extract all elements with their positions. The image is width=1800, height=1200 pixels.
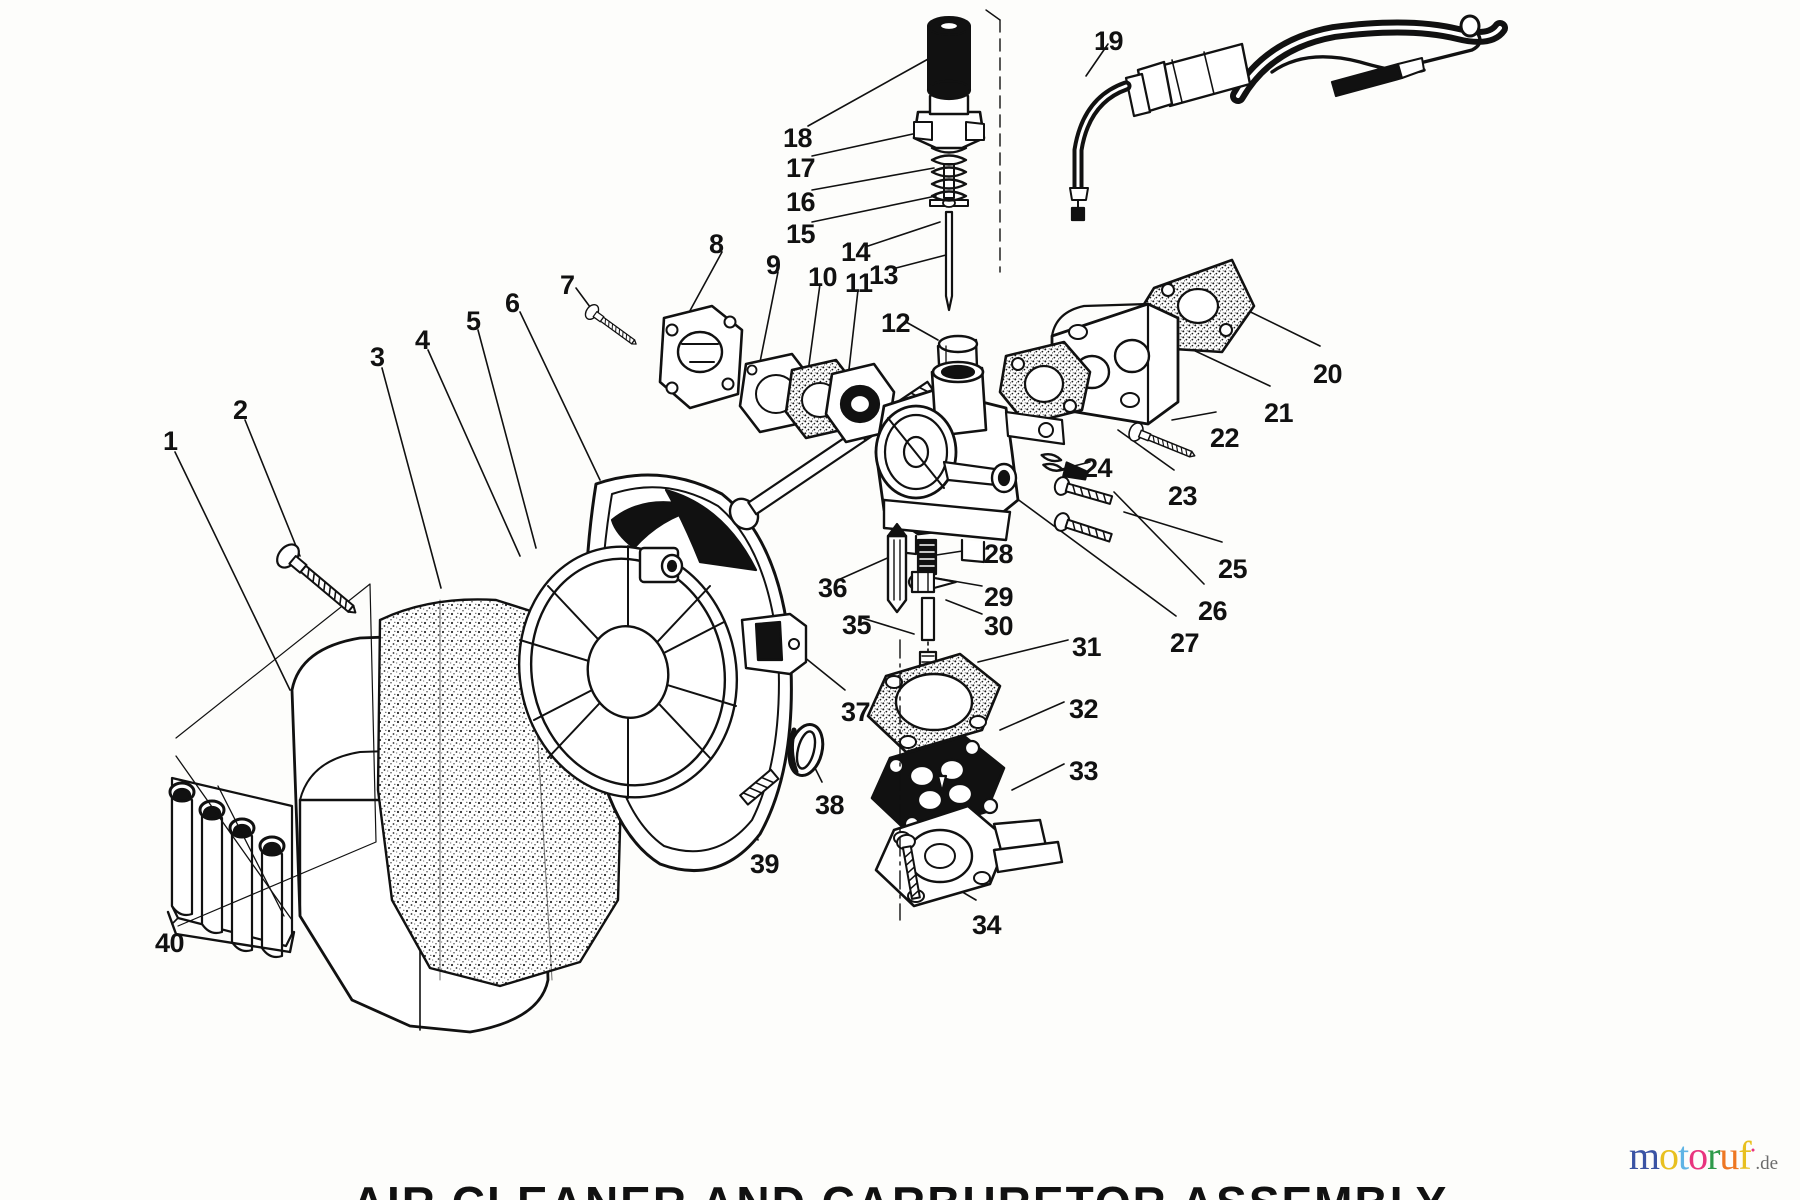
part-7-screw (582, 301, 642, 352)
callout-5: 5 (466, 306, 481, 336)
callout-26: 26 (1198, 596, 1228, 626)
watermark-letter-o2: o (1688, 1133, 1708, 1178)
callout-6: 6 (505, 288, 520, 318)
callout-2: 2 (233, 395, 248, 425)
part-8-pump-body (658, 304, 744, 410)
watermark-letter-m: m (1628, 1133, 1660, 1178)
callout-40: 40 (155, 928, 185, 958)
callout-12: 12 (881, 308, 911, 338)
callout-18: 18 (783, 123, 813, 153)
callout-7: 7 (560, 270, 575, 300)
part-30 (920, 596, 936, 653)
callout-30: 30 (984, 611, 1014, 641)
callout-10: 10 (808, 262, 838, 292)
callout-3: 3 (370, 342, 385, 372)
callout-24: 24 (1083, 453, 1113, 483)
callout-14: 14 (841, 237, 871, 267)
part-40-tubes (166, 755, 296, 959)
callout-33: 33 (1069, 756, 1099, 786)
part-5-housing (517, 473, 825, 872)
callout-34: 34 (972, 910, 1002, 940)
callout-16: 16 (786, 187, 816, 217)
part-31-gasket (866, 652, 1002, 754)
watermark-dot: • (1750, 1142, 1756, 1158)
callout-8: 8 (709, 229, 724, 259)
callout-36: 36 (818, 573, 848, 603)
part-34-screw (896, 833, 921, 900)
callout-29: 29 (984, 582, 1014, 612)
part-23-gasket (998, 340, 1092, 426)
watermark-letter-u: u (1719, 1133, 1739, 1178)
callout-35: 35 (842, 610, 872, 640)
watermark-letter-f: f (1738, 1133, 1751, 1178)
part-22-bolt (1125, 420, 1200, 466)
part-36 (886, 522, 908, 614)
diagram-title-strip: AIR CLEANER AND CARBURETOR ASSEMBLY (0, 1178, 1800, 1200)
callout-13: 13 (869, 260, 899, 290)
callout-11: 11 (845, 268, 873, 298)
part-29 (907, 570, 957, 594)
part-28 (916, 538, 938, 576)
callout-25: 25 (1218, 554, 1248, 584)
callout-37: 37 (841, 697, 871, 727)
callout-19: 19 (1094, 26, 1124, 56)
diagram-title: AIR CLEANER AND CARBURETOR ASSEMBLY (352, 1178, 1449, 1200)
motoruf-watermark: motoruf•.de (1629, 1136, 1778, 1176)
callout-9: 9 (766, 250, 781, 280)
callout-38: 38 (815, 790, 845, 820)
watermark-letter-r: r (1707, 1133, 1720, 1178)
parts-24-27-screws (1040, 453, 1114, 543)
part-11-plate (824, 362, 896, 444)
part-19-throttle-cable (1069, 14, 1508, 222)
callout-39: 39 (750, 849, 780, 879)
watermark-tld: .de (1755, 1153, 1778, 1174)
callout-32: 32 (1069, 694, 1099, 724)
watermark-letter-o1: o (1658, 1133, 1679, 1178)
callout-23: 23 (1168, 481, 1198, 511)
callout-1: 1 (163, 426, 178, 456)
callout-27: 27 (1170, 628, 1200, 658)
callout-28: 28 (984, 539, 1014, 569)
callout-17: 17 (786, 153, 816, 183)
part-2-bolt (271, 539, 365, 624)
callout-31: 31 (1072, 632, 1102, 662)
parts-28-30-36-small (886, 522, 957, 653)
callout-21: 21 (1264, 398, 1294, 428)
callout-20: 20 (1313, 359, 1343, 389)
callout-4: 4 (415, 325, 430, 355)
callout-15: 15 (786, 219, 816, 249)
callout-22: 22 (1210, 423, 1240, 453)
watermark-letter-t: t (1677, 1133, 1689, 1178)
carburetor-body (874, 360, 1066, 564)
parts-13-18-needle-stack (912, 9, 1001, 312)
